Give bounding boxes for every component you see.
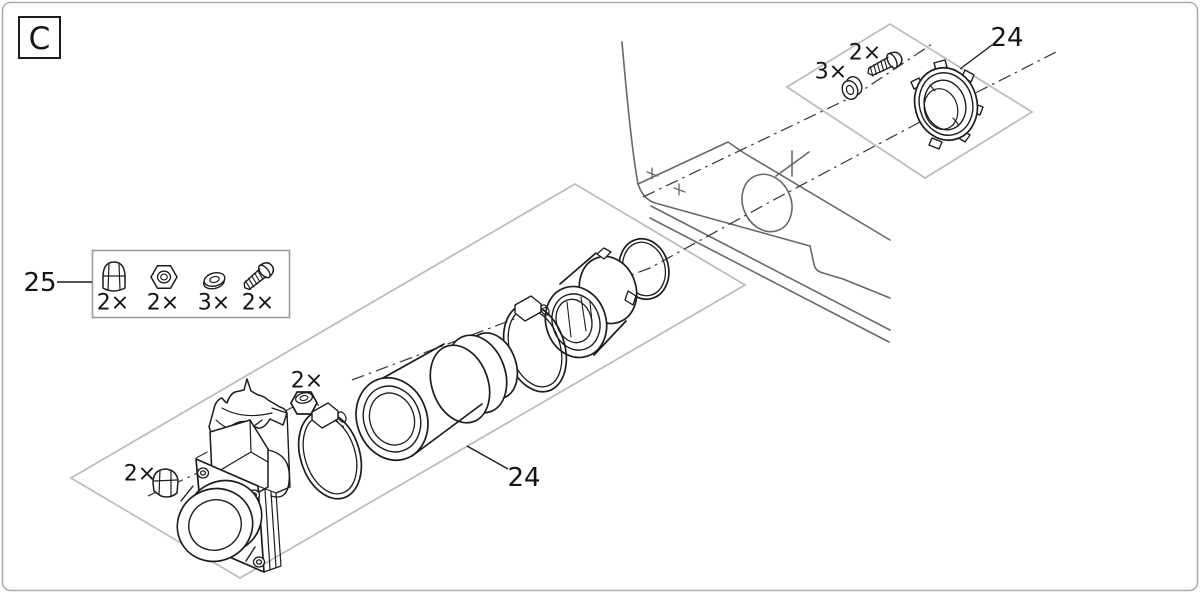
housing-rim-back-edge: [637, 141, 891, 241]
port-side-lines: [180, 485, 256, 562]
housing-vertical-edge: [621, 41, 639, 185]
flat-washer: [841, 76, 863, 100]
section-label: C: [18, 16, 61, 59]
rim-screw-mark-1: [646, 167, 659, 180]
screw-threads: [869, 58, 888, 77]
tank-housing-outline: [621, 41, 891, 343]
ring-part-number: 24: [990, 23, 1023, 53]
socket-bore-slots: [566, 296, 593, 338]
socket-lug-top: [596, 247, 612, 260]
housing-lower-edge-2: [649, 217, 890, 343]
washer-icon: [202, 272, 226, 290]
clamp-screw-housing: [311, 402, 339, 429]
cap-nut-icon: [102, 261, 126, 292]
port-bore: [188, 499, 242, 551]
qty-box-cap-nut: 2×: [97, 291, 129, 316]
clamp-screw-head: [337, 411, 347, 423]
valve-elbow: [267, 449, 291, 498]
screw-icon: [243, 262, 275, 291]
socket-lug-right: [624, 290, 637, 306]
hose-clamp-front: [297, 402, 363, 500]
hose-sleeve: [355, 332, 519, 462]
housing-oval-hole: [741, 173, 793, 233]
hose-bottom-edge: [411, 403, 483, 457]
qty-box-screw: 2×: [242, 291, 274, 316]
socket-body-top: [559, 252, 597, 285]
hex-nut: [290, 391, 318, 415]
clamp-ring: [910, 59, 984, 150]
rim-screw-mark-2: [673, 183, 686, 196]
housing-step-edge: [809, 245, 891, 299]
hose-clamp-rear: [502, 295, 568, 393]
flap-valve-body: [176, 378, 291, 573]
fastening-screw: [867, 51, 903, 77]
clamp-ring-details: [929, 84, 959, 125]
housing-lower-edge-1: [650, 205, 891, 331]
hose-top-edge: [373, 343, 445, 384]
section-label-box: [18, 16, 61, 59]
hex-nut-icon: [150, 264, 178, 290]
kit-part-number: 25: [23, 268, 56, 298]
socket-body-bottom: [593, 320, 627, 356]
bracket-curve-2: [221, 407, 273, 417]
flange-ribs: [257, 485, 282, 573]
clamp-screw-housing: [514, 295, 542, 322]
qty-cap-nut: 2×: [124, 462, 156, 487]
qty-washer-top: 3×: [815, 60, 847, 85]
socket-adapter: [544, 247, 638, 359]
qty-box-hex-nut: 2×: [147, 291, 179, 316]
ring-leader-line: [959, 44, 993, 70]
section-letter: C: [29, 21, 51, 57]
screw-head-cap: [887, 51, 903, 69]
fastener-frame: [785, 22, 1034, 180]
qty-hex-nut: 2×: [291, 369, 323, 394]
assembly-part-number: 24: [507, 463, 540, 493]
qty-screw-top: 2×: [849, 41, 881, 66]
cap-nut-facets: [153, 469, 178, 497]
clamp-screw-head: [540, 304, 550, 316]
valve-side-plate: [271, 407, 291, 494]
cap-nut: [152, 468, 179, 498]
hardware-kit-box: 25: [23, 249, 291, 319]
qty-box-washer: 3×: [198, 291, 230, 316]
assembly-leader-line: [466, 445, 509, 470]
housing-rim-front-edge: [637, 183, 811, 247]
